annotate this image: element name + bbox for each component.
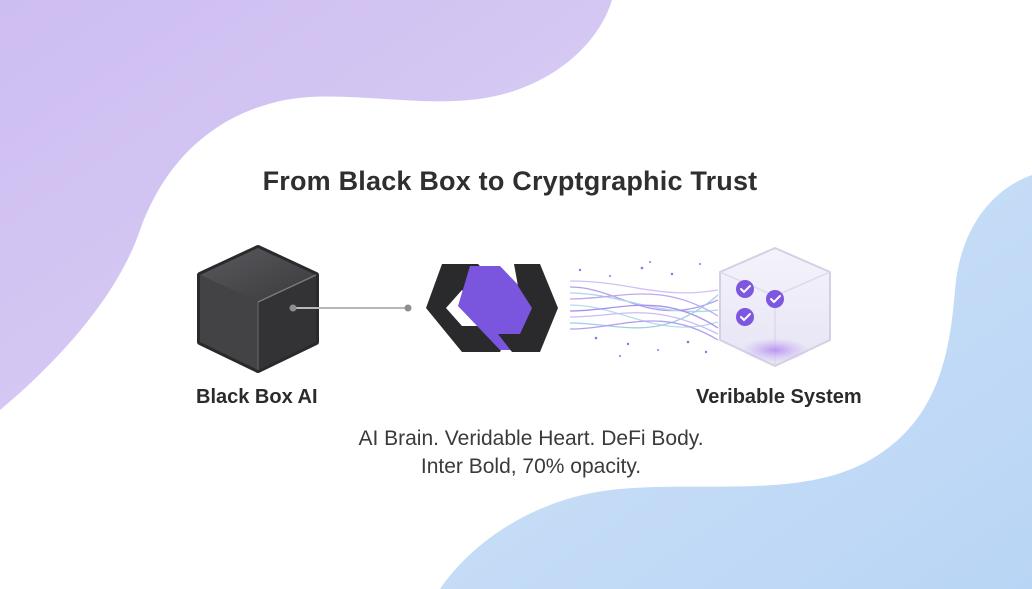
interlocking-logo-icon bbox=[426, 264, 558, 352]
caption-line-1: AI Brain. Veridable Heart. DeFi Body. bbox=[358, 427, 704, 450]
check-badge bbox=[736, 280, 754, 298]
flow-dots bbox=[578, 261, 708, 357]
caption-line-2: Inter Bold, 70% opacity. bbox=[420, 455, 642, 478]
blue-blob bbox=[440, 175, 1032, 589]
purple-blob bbox=[0, 0, 612, 410]
check-badge bbox=[736, 308, 754, 326]
glass-cube-check-icon bbox=[719, 247, 831, 367]
connector-line bbox=[289, 304, 412, 312]
flow-lines bbox=[569, 280, 719, 341]
black-cube-icon bbox=[197, 245, 319, 373]
check-badge bbox=[766, 290, 784, 308]
diagram-title: From Black Box to Cryptgraphic Trust bbox=[262, 166, 758, 196]
black-box-label: Black Box AI bbox=[196, 386, 318, 408]
verifiable-system-label: Veribable System bbox=[696, 386, 862, 408]
